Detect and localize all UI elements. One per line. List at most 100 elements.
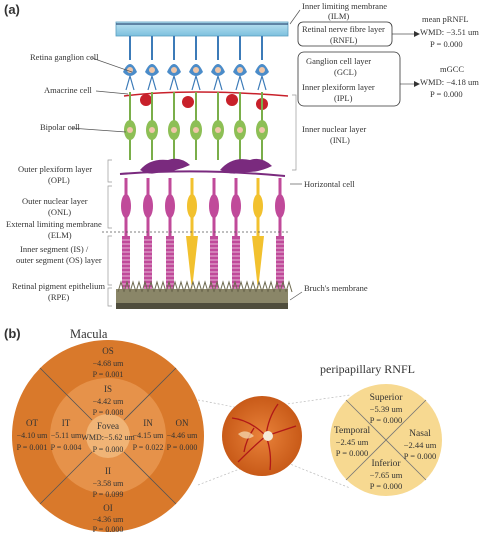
on-p: P = 0.000 (167, 443, 198, 452)
rnfl-dividers (345, 399, 427, 481)
it-name: IT (62, 418, 71, 428)
ganglion-dendrite (235, 75, 245, 91)
prnfl-wmd: WMD: −3.51 um (420, 27, 479, 37)
fovea-p: P = 0.000 (93, 445, 124, 454)
rnfl-title: peripapillary RNFL (320, 362, 415, 376)
rpe-tuft (189, 280, 197, 293)
rnfl-box (297, 21, 393, 47)
bipolar-nucleus (171, 127, 177, 133)
rpe-tuft (219, 280, 227, 293)
temporal-p: P = 0.000 (336, 448, 369, 458)
ganglion-dendrite (257, 75, 267, 91)
rpe-tuft (123, 280, 131, 293)
label-ilm: Inner limiting membrane (302, 1, 387, 11)
rod-segment (232, 236, 240, 290)
in-p: P = 0.022 (133, 443, 164, 452)
ganglion-nucleus (149, 67, 155, 73)
label-amacrine: Amacrine cell (44, 85, 93, 95)
macula-dividers (39, 367, 177, 505)
ganglion-dendrite (213, 75, 223, 91)
rpe-tuft (237, 280, 245, 293)
bipolar-nucleus (149, 127, 155, 133)
prnfl-p: P = 0.000 (430, 39, 463, 49)
fovea-wmd: WMD:−5.62 um (81, 433, 135, 442)
it-wmd: −5.11 um (51, 431, 82, 440)
rpe-tufts (117, 280, 293, 293)
inferior-p: P = 0.000 (370, 481, 403, 491)
cone-segment (252, 236, 264, 290)
rod-segment (276, 236, 284, 290)
mgcc-wmd: WMD: −4.18 um (420, 77, 479, 87)
rpe-layer (116, 289, 288, 305)
label-horizontal: Horizontal cell (304, 179, 355, 189)
ganglion-nucleus (193, 67, 199, 73)
rpe-tuft (285, 280, 293, 293)
ot-wmd: −4.10 um (17, 431, 49, 440)
photoreceptor-nucleus (121, 194, 131, 218)
is-p: P = 0.008 (93, 408, 124, 417)
rpe-tuft (273, 280, 281, 293)
temporal-name: Temporal (334, 426, 371, 436)
optic-disc (263, 431, 273, 441)
amacrine-process (123, 91, 289, 97)
label-rnfl: Retinal nerve fibre layer (302, 24, 385, 34)
rnfl-labels: Superior −5.39 um P = 0.000 Temporal −2.… (334, 393, 437, 491)
it-p: P = 0.004 (51, 443, 82, 452)
photoreceptor-nucleus (253, 194, 263, 218)
label-opl: Outer plexiform layer (18, 164, 92, 174)
mgcc-p: P = 0.000 (430, 89, 463, 99)
os-wmd: −4.68 um (93, 359, 125, 368)
amacrine-cells (123, 91, 289, 110)
nasal-name: Nasal (409, 429, 431, 439)
label-bruch: Bruch's membrane (304, 283, 368, 293)
oi-name: OI (103, 503, 113, 513)
ot-name: OT (26, 418, 38, 428)
rpe-tuft (135, 280, 143, 293)
rpe-tuft (141, 280, 149, 293)
superior-name: Superior (370, 393, 404, 403)
right-leaders (289, 9, 414, 301)
amacrine-soma (226, 94, 238, 106)
photoreceptor-nucleus (165, 194, 175, 218)
rpe-tuft (177, 280, 185, 293)
inferior-wmd: −7.65 um (370, 470, 403, 480)
macula-labels: OS −4.68 um P = 0.001 IS −4.42 um P = 0.… (17, 346, 199, 534)
label-onl: Outer nuclear layer (22, 196, 88, 206)
os-p: P = 0.001 (93, 370, 124, 379)
ganglion-dendrite (169, 75, 179, 91)
photoreceptors (121, 178, 285, 290)
label-rnfl-abbr: (RNFL) (330, 35, 358, 45)
rpe-tuft (117, 280, 125, 293)
ii-name: II (105, 466, 111, 476)
ganglion-dendrite (191, 75, 201, 91)
inferior-name: Inferior (371, 458, 401, 469)
mgcc-title: mGCC (440, 64, 464, 74)
left-brackets (107, 159, 112, 307)
in-name: IN (143, 418, 153, 428)
rpe-tuft (153, 280, 161, 293)
fovea-name: Fovea (97, 421, 119, 431)
os-name: OS (102, 346, 114, 356)
ganglion-cells (123, 36, 269, 91)
fundus-image (222, 396, 302, 476)
bipolar-nucleus (237, 127, 243, 133)
rpe-tuft (249, 280, 257, 293)
label-gcl-abbr: (GCL) (334, 67, 357, 77)
amacrine-soma (140, 94, 152, 106)
arrow-prnfl (414, 31, 420, 37)
ganglion-nucleus (215, 67, 221, 73)
photoreceptor-nucleus (187, 194, 197, 218)
rpe-tuft (165, 280, 173, 293)
rpe-tuft (255, 280, 263, 293)
in-wmd: −4.15 um (133, 431, 165, 440)
ot-p: P = 0.001 (17, 443, 48, 452)
amacrine-soma (182, 96, 194, 108)
rpe-tuft (207, 280, 215, 293)
rpe-tuft (213, 280, 221, 293)
macula-title: Macula (70, 327, 108, 341)
superior-p: P = 0.000 (370, 415, 403, 425)
fundus-macula-spot (238, 431, 254, 439)
bruchs-membrane (116, 303, 288, 309)
